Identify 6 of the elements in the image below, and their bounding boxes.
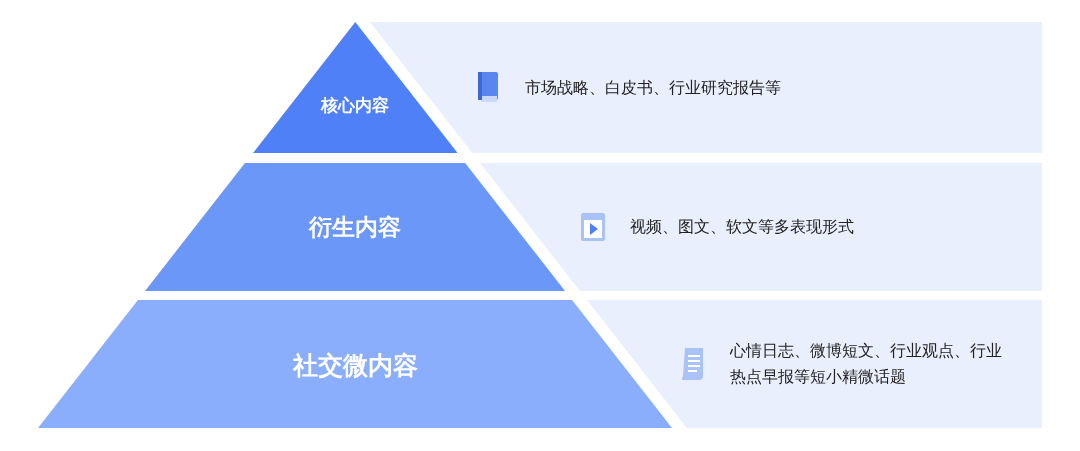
band-text: 心情日志、微博短文、行业观点、行业热点早报等短小精微话题 bbox=[730, 340, 1003, 388]
tier-label: 衍生内容 bbox=[307, 212, 402, 242]
tier-label: 社交微内容 bbox=[291, 349, 419, 382]
tier-label: 核心内容 bbox=[319, 94, 390, 118]
band-text: 市场战略、白皮书、行业研究报告等 bbox=[525, 76, 782, 99]
band-text: 视频、图文、软文等多表现形式 bbox=[630, 216, 855, 238]
